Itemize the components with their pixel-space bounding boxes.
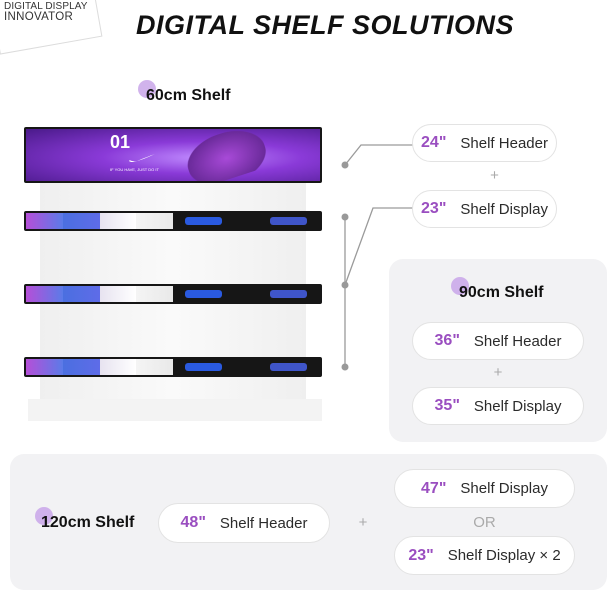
plus-sign: + [490,167,499,184]
shelf-base [28,399,322,421]
product-strip [26,359,320,375]
shelf-display-screen-2 [24,284,322,304]
product-strip [26,213,320,229]
shelf-display-screen-1 [24,211,322,231]
shelf-90-display-option: 35" Shelf Display [412,387,584,425]
hero-ad-number: 01 [110,132,131,152]
size-label: Shelf Header [473,332,562,350]
accent-dot [35,507,53,525]
accent-dot [451,277,469,295]
plus-sign: + [358,514,368,531]
swoosh-icon [129,154,155,163]
logo-line2: INNOVATOR [4,11,74,23]
size-label: Shelf Header [219,514,308,532]
or-separator: OR [473,514,496,531]
size-value: 48" [180,514,206,531]
accent-dot [138,80,156,98]
size-label: Shelf Display [473,397,562,415]
shelf-header-screen: 01 IF YOU HAVE, JUST DO IT [24,127,322,183]
size-value: 35" [434,397,460,414]
shelf-120-display-option-1: 47" Shelf Display [394,469,575,508]
size-label: Shelf Display [460,200,548,218]
shelf-illustration: 01 IF YOU HAVE, JUST DO IT [24,127,322,422]
shelf-display-screen-3 [24,357,322,377]
shelf-60-display-option: 23" Shelf Display [412,190,557,228]
size-label: Shelf Display [460,480,548,497]
hero-ad: 01 IF YOU HAVE, JUST DO IT [26,129,320,181]
plus-sign: + [493,364,503,381]
logo-line1: DIGITAL DISPLAY [4,1,88,12]
size-label: Shelf Display × 2 [447,547,561,564]
hero-ad-tagline: IF YOU HAVE, JUST DO IT [110,167,159,172]
product-strip [26,286,320,302]
shelf-120-display-option-2: 23" Shelf Display × 2 [394,536,575,575]
shelf-90-label: 90cm Shelf [459,284,544,301]
shelf-60-header-option: 24" Shelf Header [412,124,557,162]
size-value: 23" [421,200,447,217]
sneaker-image [180,129,272,181]
connector-lines [341,144,413,371]
shelf-60-label: 60cm Shelf [146,87,231,104]
page-title: DIGITAL SHELF SOLUTIONS [135,10,514,40]
brand-logo: DIGITAL DISPLAY INNOVATOR [0,0,104,55]
size-label: Shelf Header [460,134,548,152]
size-value: 24" [421,134,447,151]
size-value: 36" [434,332,460,349]
size-value: 47" [421,479,447,497]
shelf-120-header-option: 48" Shelf Header [158,503,330,543]
shelf-90-header-option: 36" Shelf Header [412,322,584,360]
size-value: 23" [408,546,434,564]
shelf-120-label: 120cm Shelf [41,514,135,531]
